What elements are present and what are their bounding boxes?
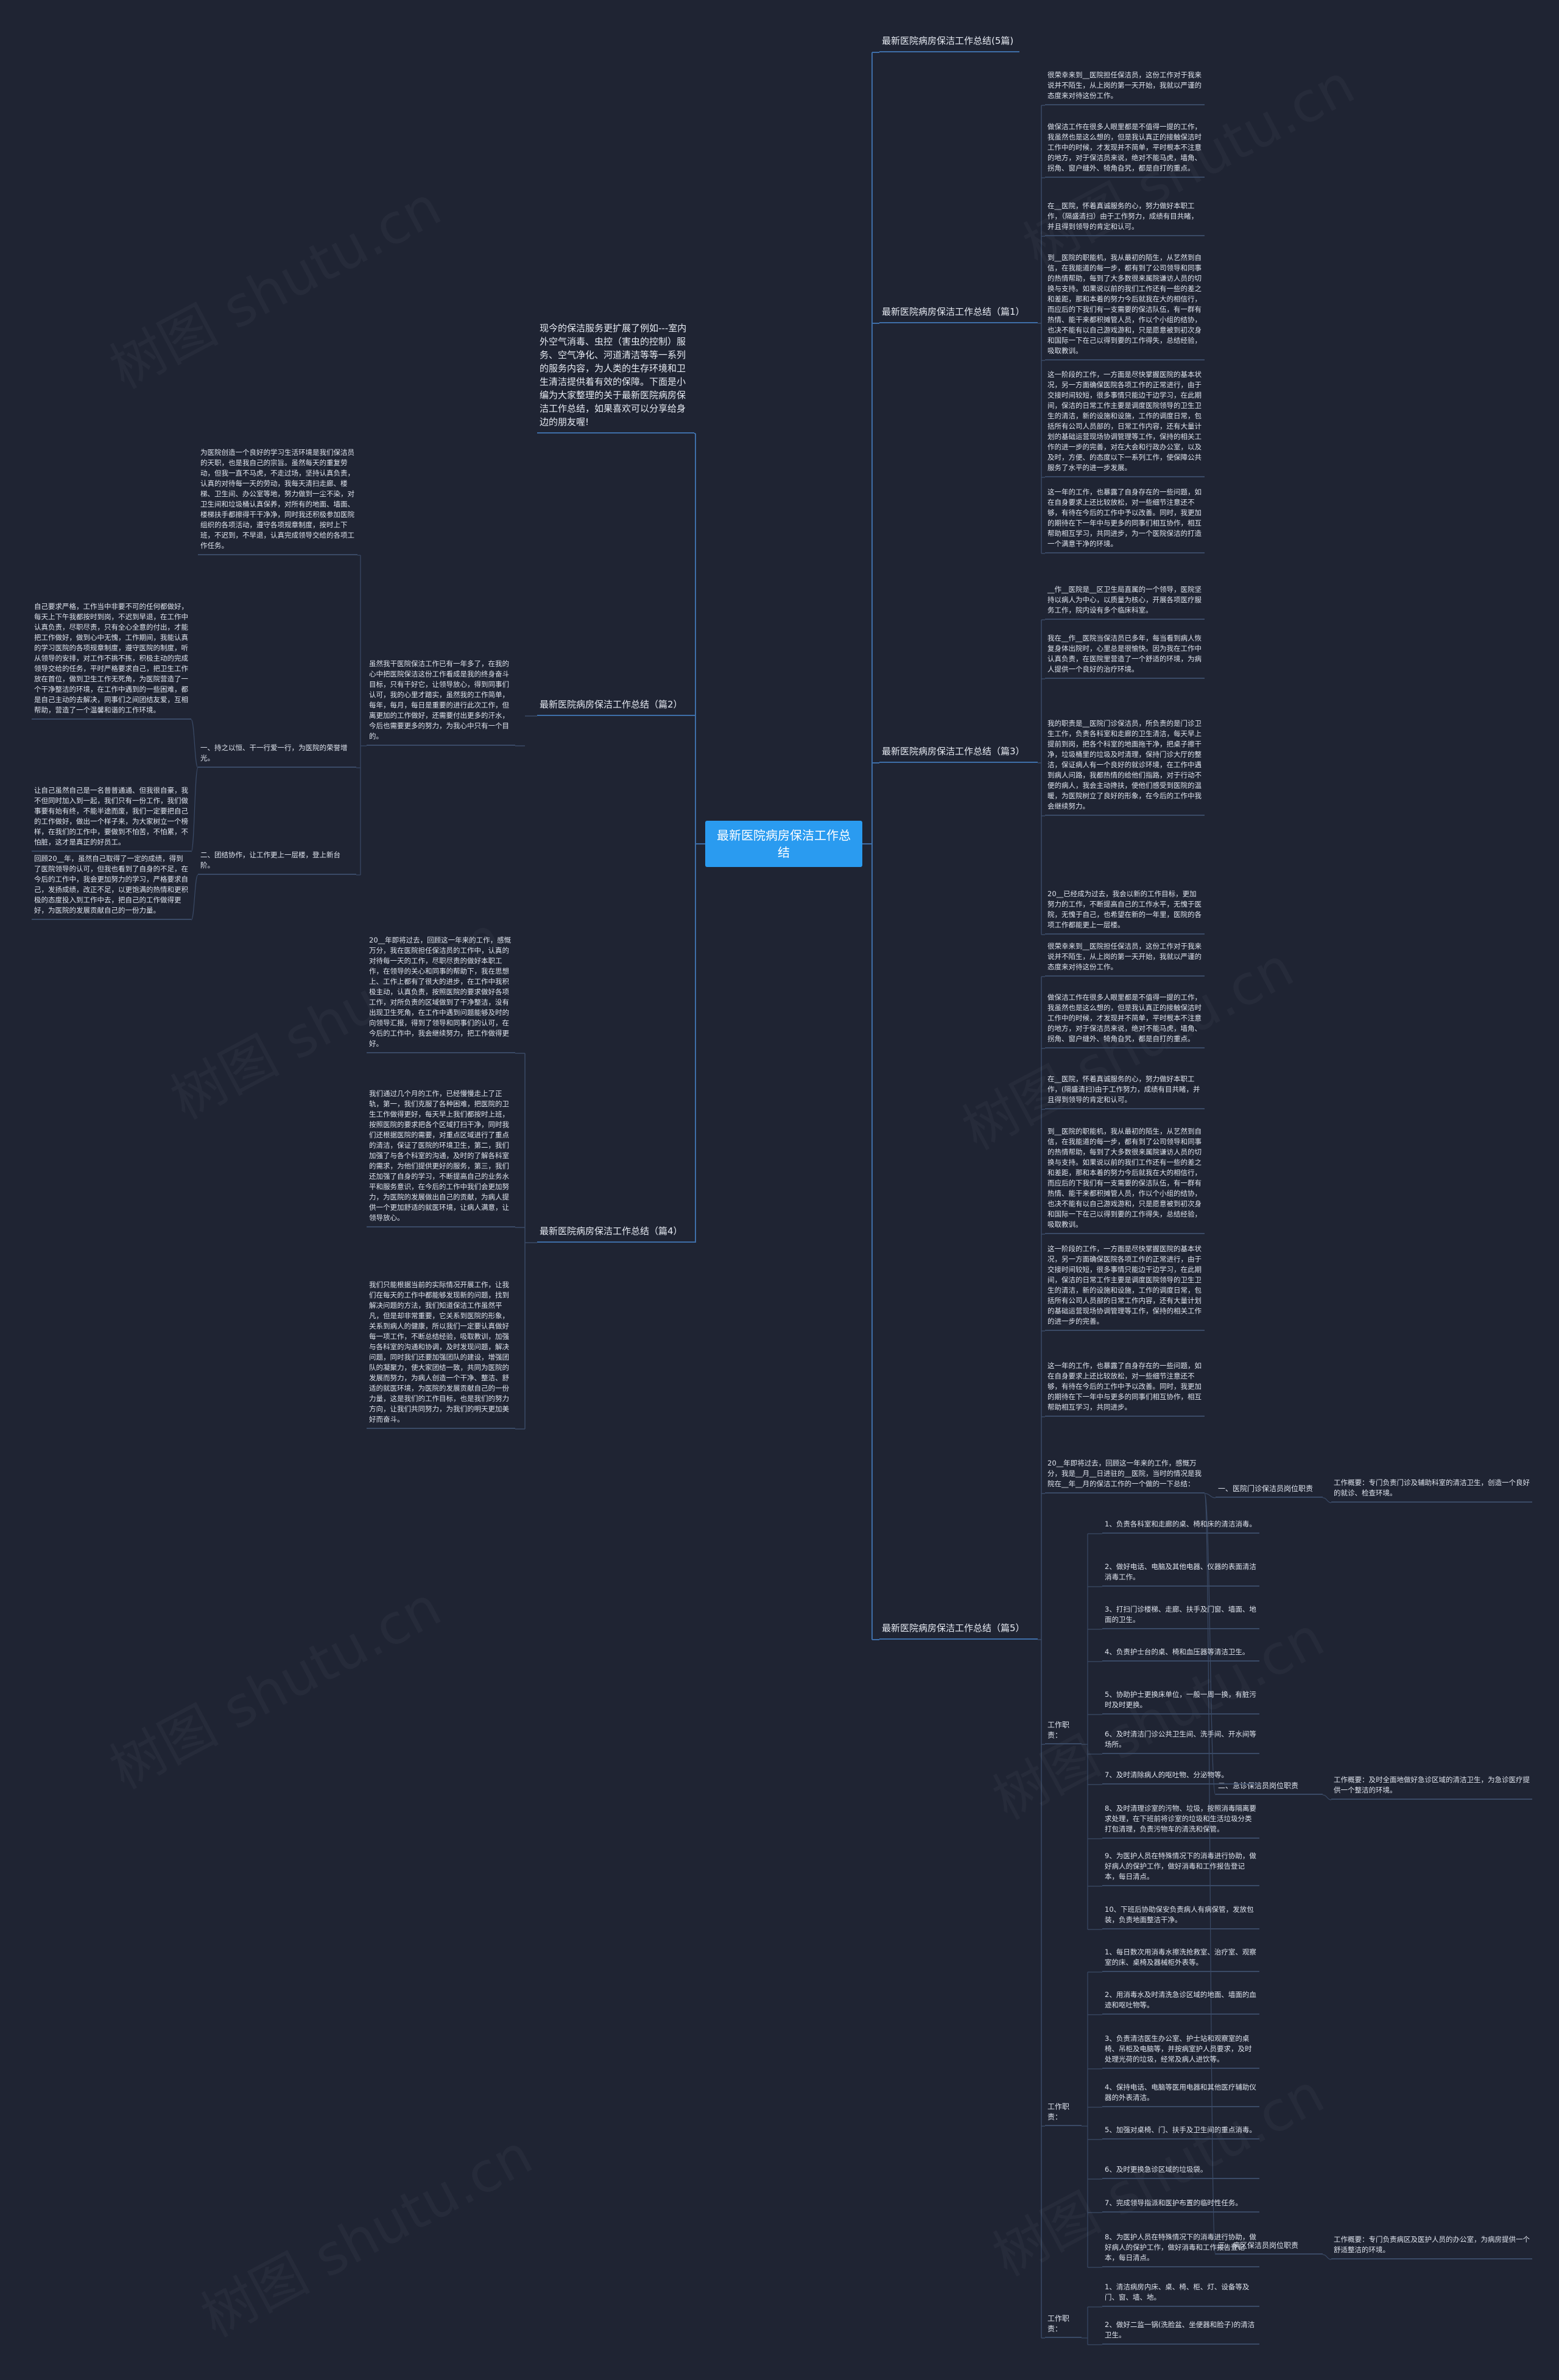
p5-section-2-duty-0: 1、清洁病房内床、桌、椅、柜、灯、设备等及门、窗、墙、地。: [1102, 2282, 1259, 2307]
connector-line: [1204, 1493, 1216, 1498]
topic-p5[interactable]: 最新医院病房保洁工作总结（篇5）: [879, 1621, 1038, 1640]
p2-leaf-3: 让自己虽然自己是一名普普通通、但我很自豪，我不但同时加入到一起，我们只有一份工作…: [32, 785, 191, 852]
p5-section-2-duty-label: 工作职责：: [1045, 2314, 1082, 2338]
p4-leaf-2: 我们只能根据当前的实际情况开展工作，让我们在每天的工作中都能够发现新的问题，找到…: [367, 1280, 515, 1429]
p5-section-0-duty-5: 6、及时清洁门诊公共卫生间、洗手间、开水间等场所。: [1102, 1729, 1259, 1754]
connector-line: [1322, 1794, 1332, 1800]
p1-leaf-5: 这一年的工作，也暴露了自身存在的一些问题，如在自身要求上还比较放松，对一些细节注…: [1045, 487, 1205, 553]
p5-section-0-duty-label: 工作职责：: [1045, 1720, 1082, 1744]
p2-leaf-1: 自己要求严格，工作当中非要不可的任何都做好，每天上下午我都按时到岗，不迟到早退，…: [32, 602, 191, 720]
p5-section-1-duty-0: 1、每日数次用消毒水擦洗抢救室、治疗室、观察室的床、桌椅及器械柜外表等。: [1102, 1947, 1259, 1972]
p1-leaf-2: 在__医院，怀着真诚服务的心，努力做好本职工作，（隔盛清扫）由于工作努力，成绩有…: [1045, 201, 1205, 236]
p1-leaf-0: 很荣幸来到__医院担任保洁员，这份工作对于我来说并不陌生，从上岗的第一天开始，我…: [1045, 70, 1205, 105]
p5-section-1-duty-label: 工作职责：: [1045, 2102, 1082, 2126]
p1-leaf-3: 到__医院的职能机，我从最初的陌生，从艺然到自信，在我能道的每一步，都有到了公司…: [1045, 253, 1205, 360]
p4-leaf-0: 20__年即将过去，回顾这一年来的工作，感慨万分，我在医院担任保洁员的工作中，认…: [367, 935, 515, 1053]
p5-section-0-duty-3: 4、负责护士台的桌、椅和血压器等清洁卫生。: [1102, 1647, 1259, 1662]
watermark-text: 树图 shutu.cn: [94, 1563, 452, 1803]
p2-leaf-4: 二、团结协作，让工作更上一层楼，登上新台阶。: [198, 850, 356, 875]
p5-section-0-duty-6: 7、及时清除病人的呕吐物、分泌物等。: [1102, 1770, 1259, 1785]
connector-line: [191, 874, 199, 921]
p5-section-2-duty-1: 2、做好二监一锅(洗脸盆、坐便器和脸子)的清洁卫生。: [1102, 2320, 1259, 2345]
p5-section-2[interactable]: 三、病区保洁员岗位职责: [1216, 2241, 1323, 2255]
p3-leaf-2: 我的职责是__医院门诊保洁员，所负责的是门诊卫生工作，负责各科室和走廊的卫生清洁…: [1045, 718, 1205, 816]
p5-leaf-5: 这一年的工作，也暴露了自身存在的一些问题，如在自身要求上还比较放松，对一些细节注…: [1045, 1361, 1205, 1417]
p5-section-0-duty-4: 5、协助护士更换床单位，一般一周一换，有脏污时及时更换。: [1102, 1690, 1259, 1715]
p5-section-1-duty-2: 3、负责清洁医生办公室、护士站和观察室的桌椅、吊柜及电脑等，并按病室护人员要求，…: [1102, 2034, 1259, 2069]
connector-line: [191, 719, 199, 768]
p5-section-1-duty-6: 7、完成领导指派和医护布置的临时性任务。: [1102, 2198, 1259, 2213]
p2-leaf-2: 一、持之以恒、干一行爱一行，为医院的荣誉增光。: [198, 743, 356, 768]
p1-leaf-1: 做保洁工作在很多人眼里都是不值得一提的工作，我虽然也是这么想的，但是我认真正的接…: [1045, 122, 1205, 178]
p5-section-1-duty-4: 5、加强对桌椅、门、扶手及卫生间的重点消毒。: [1102, 2125, 1259, 2140]
p2-leaf-5: 回顾20__年，虽然自己取得了一定的成绩，得到了医院领导的认可，但我也看到了自身…: [32, 854, 191, 920]
p5-section-1-duty-5: 6、及时更换急诊区域的垃圾袋。: [1102, 2164, 1259, 2179]
p4-leaf-1: 我们通过几个月的工作，已经慢慢走上了正轨，第一，我们克服了各种困难，把医院的卫生…: [367, 1089, 515, 1227]
p5-section-0-duty-7: 8、及时清理诊室的污物、垃圾，按照消毒隔离要求处理，在下班前将诊室的垃圾和生活垃…: [1102, 1803, 1259, 1839]
p1-leaf-4: 这一阶段的工作，一方面是尽快掌握医院的基本状况，另一方面确保医院各项工作的正常进…: [1045, 370, 1205, 477]
p5-summary: 20__年即将过去，回顾这一年来的工作，感慨万分，我是__月__日进驻的__医院…: [1045, 1458, 1205, 1494]
p5-section-0-overview: 工作概要：专门负责门诊及辅助科室的清洁卫生，创造一个良好的就诊、检查环境。: [1331, 1478, 1532, 1503]
p5-section-0-duty-2: 3、打扫门诊楼梯、走廊、扶手及门窗、墙面、地面的卫生。: [1102, 1604, 1259, 1629]
p5-section-0-duty-8: 9、为医护人员在特殊情况下的消毒进行协助，做好病人的保护工作，做好消毒和工作报告…: [1102, 1851, 1259, 1886]
p5-leaf-3: 到__医院的职能机，我从最初的陌生，从艺然到自信，在我能道的每一步，都有到了公司…: [1045, 1126, 1205, 1234]
topic-p0[interactable]: 最新医院病房保洁工作总结(5篇): [879, 33, 1019, 52]
p5-leaf-2: 在__医院，怀着真诚服务的心，努力做好本职工作，(隔盛清扫)由于工作努力，成绩有…: [1045, 1074, 1205, 1109]
topic-p4[interactable]: 最新医院病房保洁工作总结（篇4）: [537, 1224, 695, 1243]
p5-section-0-duty-1: 2、做好电话、电脑及其他电器、仪器的表面清洁消毒工作。: [1102, 1562, 1259, 1587]
p5-section-0-duty-0: 1、负责各科室和走廊的桌、椅和床的清洁消毒。: [1102, 1519, 1259, 1534]
p5-leaf-1: 做保洁工作在很多人眼里都是不值得一提的工作，我虽然也是这么想的，但是我认真正的接…: [1045, 992, 1205, 1048]
p5-leaf-0: 很荣幸来到__医院担任保洁员，这份工作对于我来说并不陌生，从上岗的第一天开始，我…: [1045, 941, 1205, 977]
p5-section-0-duty-9: 10、下班后协助保安负责病人有病保管，发放包装，负责地面整洁干净。: [1102, 1904, 1259, 1929]
topic-p3[interactable]: 最新医院病房保洁工作总结（篇3）: [879, 744, 1038, 763]
p5-section-0[interactable]: 一、医院门诊保洁员岗位职责: [1216, 1484, 1323, 1498]
p5-section-1-duty-7: 8、为医护人员在特殊情况下的消毒进行协助，做好病人的保护工作，做好消毒和工作报告…: [1102, 2232, 1259, 2267]
p3-leaf-1: 我在__作__医院当保洁员已多年，每当看到病人恢复身体出院时，心里总是很愉快。因…: [1045, 633, 1205, 679]
root-node[interactable]: 最新医院病房保洁工作总结: [705, 821, 862, 867]
connector-line: [1322, 1497, 1332, 1503]
watermark-text: 树图 shutu.cn: [94, 163, 452, 403]
topic-p1[interactable]: 最新医院病房保洁工作总结（篇1）: [879, 304, 1038, 323]
topic-p2[interactable]: 最新医院病房保洁工作总结（篇2）: [537, 697, 695, 716]
p2-intro: 虽然我干医院保洁工作已有一年多了，在我的心中把医院保洁这份工作看成是我的终身奋斗…: [367, 659, 515, 746]
p2-leaf-0: 为医院创造一个良好的学习生活环境是我们保洁员的天职，也是我自己的宗旨。虽然每天的…: [198, 448, 357, 555]
connector-line: [191, 767, 199, 852]
p5-section-1-duty-1: 2、用消毒水及时清洗急诊区域的地面、墙面的血迹和呕吐物等。: [1102, 1990, 1259, 2015]
p5-section-1-duty-3: 4、保持电话、电脑等医用电器和其他医疗辅助仪器的外表清洁。: [1102, 2082, 1259, 2107]
p3-leaf-3: 20__已经成为过去，我会以新的工作目标，更加努力的工作，不断提高自己的工作水平…: [1045, 889, 1205, 935]
p5-leaf-4: 这一阶段的工作，一方面是尽快掌握医院的基本状况，另一方面确保医院各项工作的正常进…: [1045, 1244, 1205, 1331]
intro-text: 现今的保洁服务更扩展了例如---室内外空气消毒、虫控（害虫的控制）服务、空气净化…: [537, 321, 694, 434]
watermark-text: 树图 shutu.cn: [185, 2111, 543, 2351]
p5-section-1-overview: 工作概要：及时全面地做好急诊区域的清洁卫生，为急诊医疗提供一个整洁的环境。: [1331, 1775, 1532, 1800]
connector-line: [1322, 2254, 1332, 2260]
p3-leaf-0: __作__医院是__区卫生局直属的一个领导，医院坚持以病人为中心，以质量为核心，…: [1045, 584, 1205, 620]
p5-section-2-overview: 工作概要：专门负责病区及医护人员的办公室，为病房提供一个舒适整洁的环境。: [1331, 2234, 1532, 2259]
